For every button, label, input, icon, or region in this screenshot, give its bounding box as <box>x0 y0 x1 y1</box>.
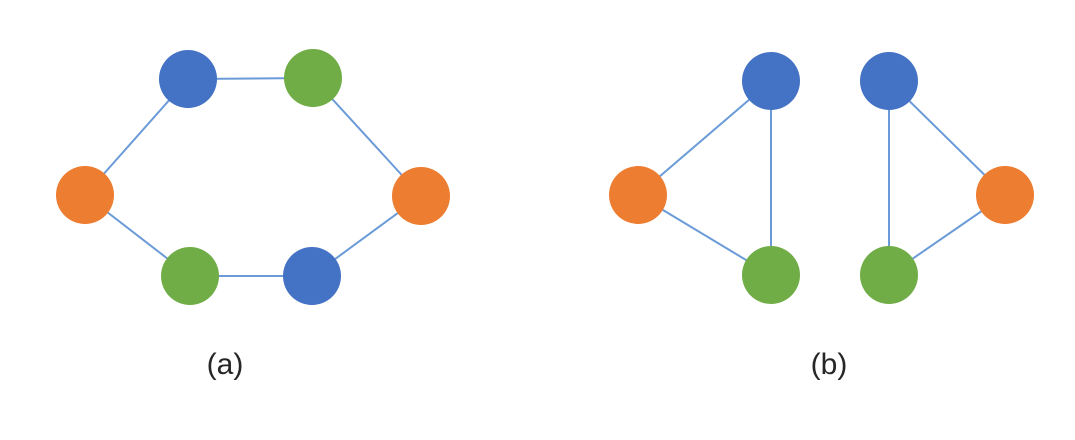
node-orange-right-cluster <box>976 166 1034 224</box>
node-green-left-cluster <box>742 246 800 304</box>
node-orange-right <box>392 167 450 225</box>
node-green-right-cluster <box>860 246 918 304</box>
subfigure-caption-b: (b) <box>810 348 848 381</box>
node-orange-left <box>56 166 114 224</box>
node-blue-bottom-right <box>283 247 341 305</box>
node-blue-left-cluster <box>742 52 800 110</box>
node-blue-right-cluster <box>860 52 918 110</box>
node-orange-left-cluster <box>609 166 667 224</box>
subfigure-caption-a: (a) <box>206 348 244 381</box>
node-green-bottom-left <box>161 247 219 305</box>
edge-blue-orange-left-cluster <box>637 80 772 196</box>
node-blue-top-left <box>159 50 217 108</box>
nodes-layer <box>56 49 1034 305</box>
node-green-top-right <box>284 49 342 107</box>
edges-layer <box>84 77 1006 277</box>
